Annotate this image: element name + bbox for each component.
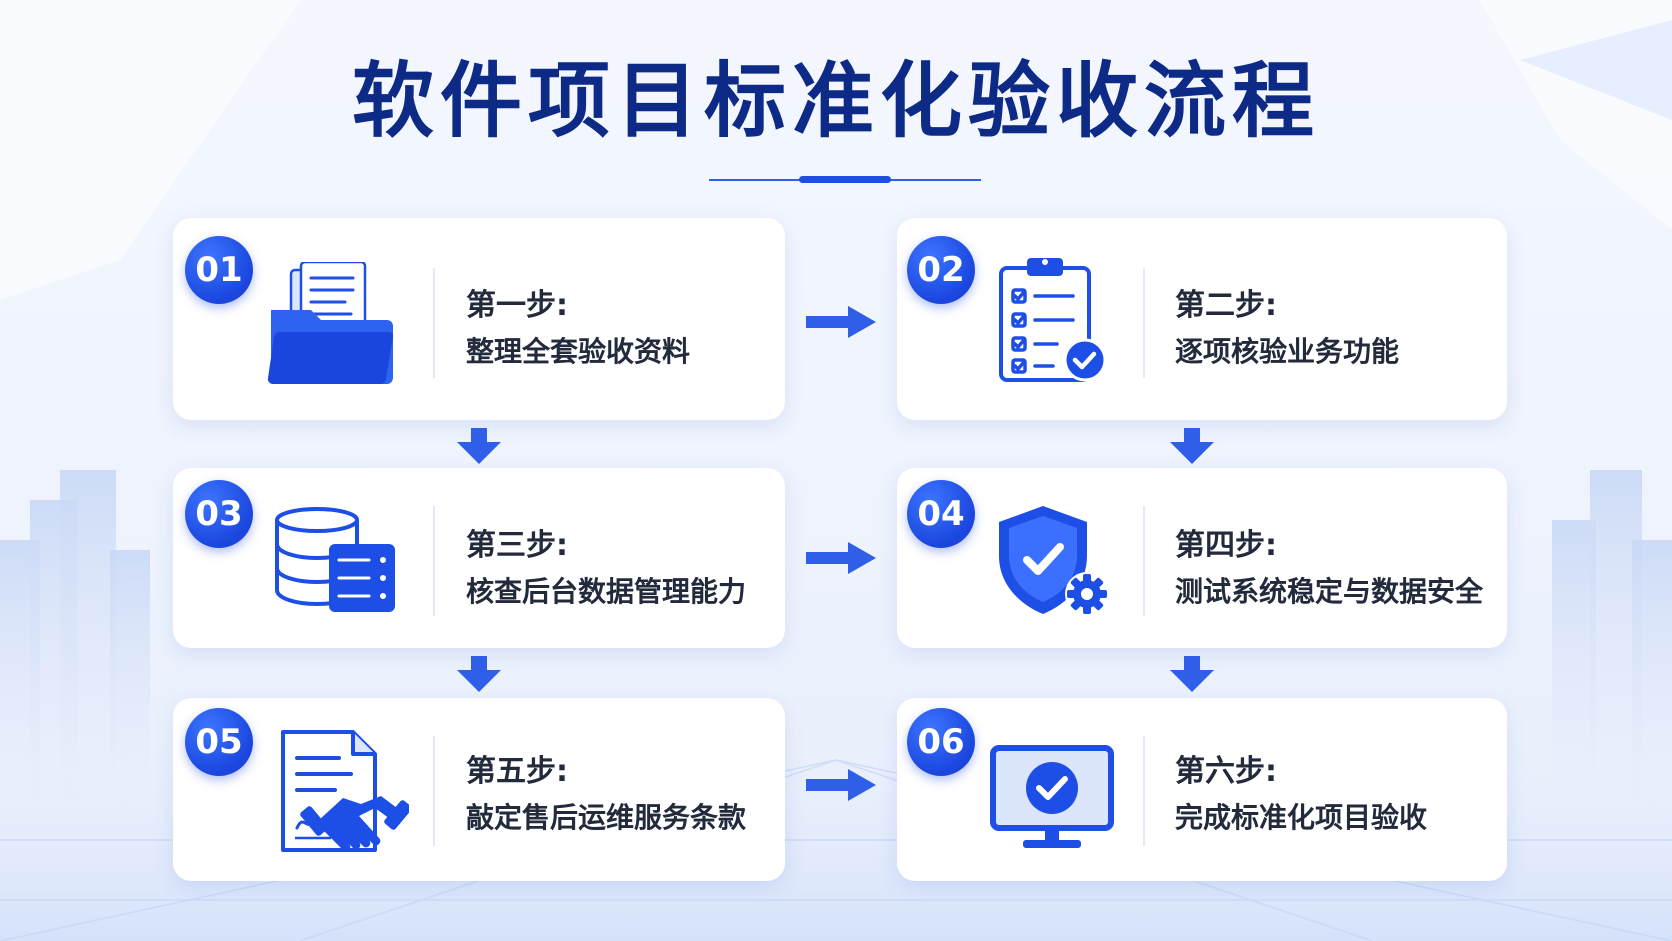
- arrow-right-icon: [806, 306, 876, 338]
- card-divider: [433, 506, 435, 616]
- arrow-down-icon: [1170, 428, 1214, 464]
- arrow-down-icon: [1170, 656, 1214, 692]
- monitor-check-icon: [990, 745, 1114, 848]
- card-divider: [1143, 736, 1145, 846]
- step-card-3: 03 第三步: 核查后台数据管理能力: [173, 468, 785, 648]
- step-card-1: 01 第一步: 整理全套验收资料: [173, 218, 785, 420]
- database-server-icon: [275, 507, 395, 612]
- card-divider: [433, 736, 435, 846]
- step-card-5: 05 第五步: 敲定售后运维服务条款: [173, 698, 785, 881]
- step-label: 第三步:: [466, 528, 568, 563]
- step-label: 第四步:: [1175, 528, 1277, 563]
- arrow-down-icon: [457, 656, 501, 692]
- step-number-badge: 02: [907, 236, 975, 304]
- step-card-4: 04 第四步: 测试系统稳定与数据安全: [897, 468, 1507, 648]
- step-description: 整理全套验收资料: [466, 335, 691, 368]
- step-card-6: 06 第六步: 完成标准化项目验收: [897, 698, 1507, 881]
- step-number-badge: 04: [907, 480, 975, 548]
- step-number-badge: 01: [185, 236, 253, 304]
- arrow-down-icon: [457, 428, 501, 464]
- step-number-badge: 03: [185, 480, 253, 548]
- step-label: 第二步:: [1175, 288, 1277, 323]
- step-number-badge: 05: [185, 708, 253, 776]
- card-divider: [1143, 268, 1145, 378]
- page-title: 软件项目标准化验收流程: [351, 54, 1320, 149]
- card-divider: [433, 268, 435, 378]
- step-label: 第一步:: [466, 288, 568, 323]
- title-underline-accent: [799, 176, 891, 183]
- step-card-2: 02 第二步: 逐项核验业务功能: [897, 218, 1507, 420]
- card-divider: [1143, 506, 1145, 616]
- step-description: 测试系统稳定与数据安全: [1175, 575, 1484, 608]
- folder-documents-icon: [267, 262, 394, 385]
- step-label: 第五步:: [466, 754, 568, 789]
- contract-handshake-icon: [281, 730, 409, 852]
- clipboard-checklist-icon: [999, 258, 1107, 382]
- arrow-right-icon: [806, 769, 876, 801]
- step-number-badge: 06: [907, 708, 975, 776]
- step-label: 第六步:: [1175, 754, 1277, 789]
- step-description: 敲定售后运维服务条款: [466, 801, 747, 834]
- arrow-right-icon: [806, 542, 876, 574]
- shield-check-gear-icon: [999, 506, 1109, 616]
- step-description: 完成标准化项目验收: [1175, 801, 1428, 834]
- step-description: 核查后台数据管理能力: [466, 575, 747, 608]
- step-description: 逐项核验业务功能: [1175, 335, 1400, 368]
